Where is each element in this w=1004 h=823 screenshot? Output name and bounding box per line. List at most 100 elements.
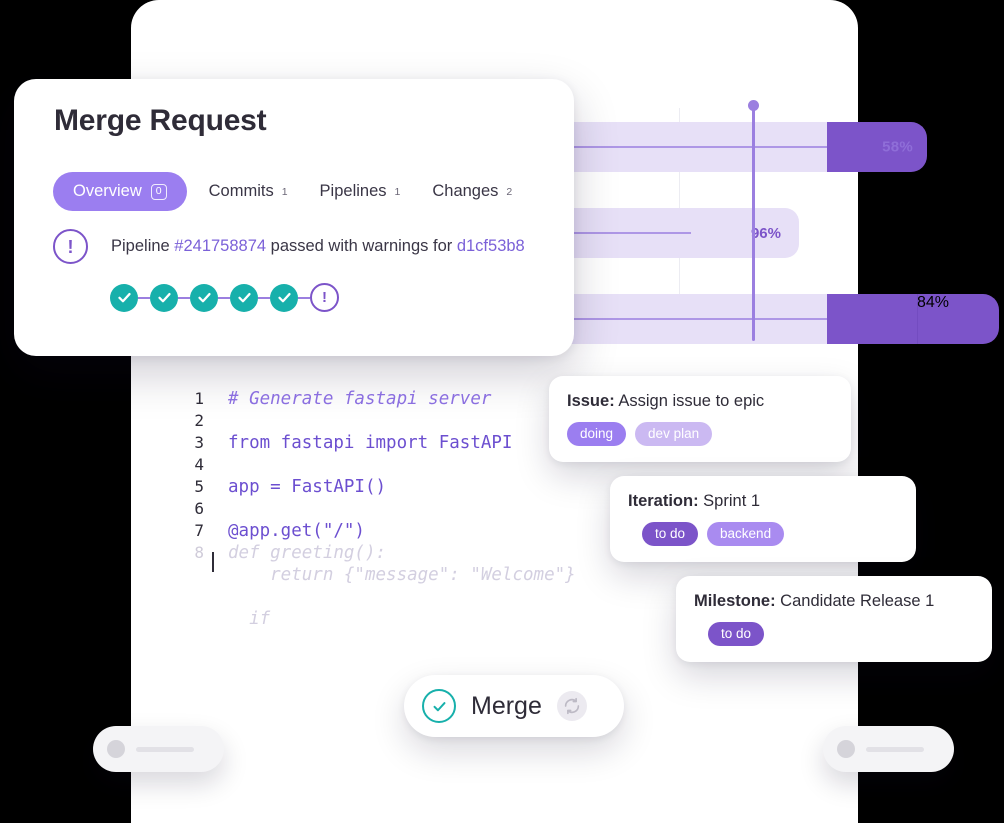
- check-icon[interactable]: [230, 283, 258, 312]
- check-circle-icon: [422, 689, 456, 723]
- code-line: 6: [160, 498, 576, 520]
- issue-tag-row: doing dev plan: [567, 422, 829, 446]
- handle-bar: [866, 746, 924, 752]
- code-text: from fastapi import FastAPI: [228, 433, 513, 453]
- code-editor[interactable]: 1 # Generate fastapi server 2 3 from fas…: [160, 388, 576, 630]
- commit-sha-link[interactable]: d1cf53b8: [456, 237, 525, 255]
- code-line: return {"message": "Welcome"}: [160, 564, 576, 586]
- check-icon[interactable]: [190, 283, 218, 312]
- milestone-tag-row: to do: [694, 622, 970, 646]
- issue-card-title: Issue: Assign issue to epic: [567, 392, 829, 411]
- code-text: if: [228, 609, 271, 629]
- chart-segment-divider: [917, 294, 918, 344]
- tab-bar: Overview 0 Commits 1 Pipelines 1 Changes…: [53, 172, 544, 211]
- tab-overview[interactable]: Overview 0: [53, 172, 187, 211]
- chart-bar-segment[interactable]: 84%: [917, 294, 999, 344]
- merge-request-card: Merge Request Overview 0 Commits 1 Pipel…: [14, 79, 574, 356]
- exclamation-icon[interactable]: !: [310, 283, 339, 312]
- milestone-field-label: Milestone:: [694, 592, 776, 610]
- milestone-field-value: Candidate Release 1: [775, 592, 935, 610]
- stage-connector: [138, 296, 150, 299]
- tag-to-do[interactable]: to do: [708, 622, 765, 646]
- right-handle-control[interactable]: [823, 726, 954, 772]
- iteration-card[interactable]: Iteration: Sprint 1 to do backend: [610, 476, 916, 562]
- issue-card[interactable]: Issue: Assign issue to epic doing dev pl…: [549, 376, 851, 462]
- merge-button[interactable]: Merge: [404, 675, 624, 737]
- tag-to-do[interactable]: to do: [642, 522, 699, 546]
- code-line: 8 def greeting():: [160, 542, 576, 564]
- text-cursor: [212, 552, 214, 572]
- check-icon[interactable]: [150, 283, 178, 312]
- milestone-card[interactable]: Milestone: Candidate Release 1 to do: [676, 576, 992, 662]
- pipeline-status-text: Pipeline #241758874 passed with warnings…: [111, 237, 525, 256]
- iteration-field-label: Iteration:: [628, 492, 699, 510]
- stage-connector: [178, 296, 190, 299]
- code-line: 3 from fastapi import FastAPI: [160, 432, 576, 454]
- stage-connector: [258, 296, 270, 299]
- tab-changes[interactable]: Changes 2: [432, 172, 512, 211]
- code-text: # Generate fastapi server: [228, 389, 492, 409]
- handle-bar: [136, 746, 194, 752]
- chart-marker-dot[interactable]: [748, 100, 759, 111]
- tab-count: 1: [394, 185, 401, 198]
- tab-label: Overview: [73, 182, 142, 200]
- tab-label: Changes: [432, 182, 499, 200]
- iteration-field-value: Sprint 1: [698, 492, 761, 510]
- code-line: if: [160, 608, 576, 630]
- code-text: @app.get("/"): [228, 521, 365, 541]
- tab-badge: 0: [150, 183, 167, 200]
- iteration-tag-row: to do backend: [628, 522, 894, 546]
- check-icon[interactable]: [110, 283, 138, 312]
- exclamation-circle-icon: !: [53, 229, 88, 264]
- line-number: 5: [194, 477, 204, 496]
- check-icon[interactable]: [270, 283, 298, 312]
- line-number: 2: [194, 411, 204, 430]
- code-text: def greeting():: [228, 543, 387, 563]
- code-line: 5 app = FastAPI(): [160, 476, 576, 498]
- tag-dev-plan[interactable]: dev plan: [635, 422, 713, 446]
- left-handle-control[interactable]: [93, 726, 224, 772]
- code-line: 2: [160, 410, 576, 432]
- chart-bar-label: 58%: [882, 138, 913, 156]
- line-number: 1: [194, 389, 204, 408]
- chart-bar-label: 96%: [750, 224, 781, 242]
- iteration-card-title: Iteration: Sprint 1: [628, 492, 894, 511]
- tab-label: Commits: [208, 182, 274, 200]
- tag-doing[interactable]: doing: [567, 422, 627, 446]
- chart-marker-line[interactable]: [752, 106, 755, 341]
- milestone-card-title: Milestone: Candidate Release 1: [694, 592, 970, 611]
- chart-bar-segment[interactable]: [827, 294, 917, 344]
- pipeline-prefix: Pipeline: [111, 237, 175, 255]
- pipeline-middle: passed with warnings for: [266, 237, 457, 255]
- line-number: 8: [194, 543, 204, 562]
- stage-connector: [218, 296, 230, 299]
- line-number: 7: [194, 521, 204, 540]
- handle-knob[interactable]: [107, 740, 125, 758]
- line-number: 4: [194, 455, 204, 474]
- pipeline-stage-list: !: [110, 283, 339, 312]
- code-text: app = FastAPI(): [228, 477, 387, 497]
- tab-count: 2: [506, 185, 513, 198]
- tab-pipelines[interactable]: Pipelines 1: [320, 172, 401, 211]
- pipeline-id-link[interactable]: #241758874: [174, 237, 267, 255]
- chart-bar-label-chip: 96%: [691, 208, 799, 258]
- tab-commits[interactable]: Commits 1: [209, 172, 288, 211]
- stage-connector: [298, 296, 310, 299]
- chart-bar[interactable]: 58%: [827, 122, 927, 172]
- code-line: [160, 586, 576, 608]
- tab-label: Pipelines: [319, 182, 387, 200]
- code-line: 1 # Generate fastapi server: [160, 388, 576, 410]
- line-number: 6: [194, 499, 204, 518]
- merge-button-label: Merge: [471, 691, 542, 720]
- tab-count: 1: [281, 185, 288, 198]
- line-number: 3: [194, 433, 204, 452]
- code-line: 7 @app.get("/"): [160, 520, 576, 542]
- handle-knob[interactable]: [837, 740, 855, 758]
- chart-bar-label: 84%: [917, 294, 950, 311]
- refresh-icon[interactable]: [556, 691, 587, 721]
- issue-field-label: Issue:: [567, 392, 615, 410]
- issue-field-value: Assign issue to epic: [614, 392, 765, 410]
- tag-backend[interactable]: backend: [707, 522, 785, 546]
- pipeline-status-row: ! Pipeline #241758874 passed with warnin…: [53, 229, 525, 264]
